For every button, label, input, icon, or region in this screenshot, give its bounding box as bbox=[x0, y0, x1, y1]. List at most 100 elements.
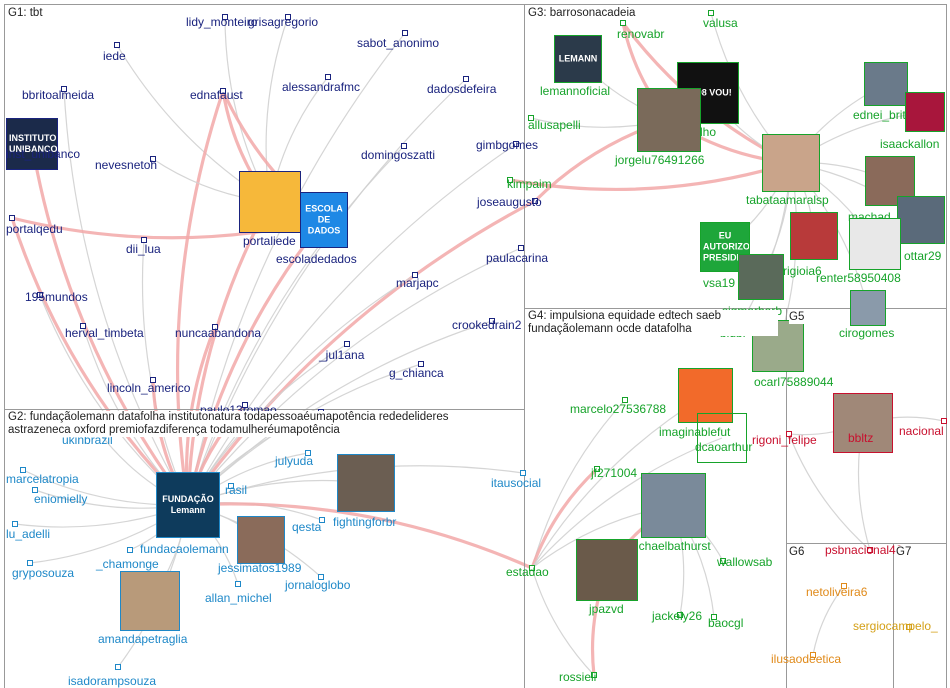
node-label: ottar29 bbox=[904, 249, 942, 263]
node-dot bbox=[32, 487, 38, 493]
avatar-text: INSTITUTO UNIBANCO bbox=[9, 133, 58, 154]
avatar: FUNDAÇÃO Lemann bbox=[156, 472, 220, 538]
group-label-g4: G4: impulsiona equidade edtech saeb fund… bbox=[528, 310, 778, 336]
node-dot bbox=[708, 10, 714, 16]
node-dot bbox=[20, 467, 26, 473]
node-label: netoliveira6 bbox=[806, 585, 868, 599]
node-label: lincoln_americo bbox=[107, 381, 191, 395]
node-label: itausocial bbox=[491, 476, 542, 490]
node-dot bbox=[305, 450, 311, 456]
node-dot bbox=[150, 377, 156, 383]
node-label: baocgl bbox=[708, 616, 744, 630]
node-dot bbox=[711, 614, 717, 620]
avatar bbox=[849, 218, 901, 270]
node-dot bbox=[513, 141, 519, 147]
node-label: sabot_anonimo bbox=[357, 36, 440, 50]
avatar bbox=[120, 571, 180, 631]
node-label: marjapc bbox=[396, 276, 439, 290]
edge-escoladedados-fundacaolemann bbox=[186, 218, 326, 506]
node-label: michaelbathurst bbox=[626, 539, 711, 553]
node-label: bbritoalmeida bbox=[22, 88, 95, 102]
node-dot bbox=[37, 292, 43, 298]
node-label: 195mundos bbox=[25, 290, 88, 304]
node-label: allusapelli bbox=[528, 118, 581, 132]
node-dot bbox=[27, 560, 33, 566]
edge-inst_unibanco-fundacaolemann bbox=[30, 143, 190, 506]
node-label: escoladedados bbox=[276, 252, 357, 266]
avatar bbox=[905, 92, 945, 132]
node-label: isadorampsouza bbox=[68, 674, 157, 688]
node-label: crookedrain2 bbox=[452, 318, 522, 332]
group-label-g5: G5 bbox=[789, 311, 805, 324]
node-label: jorgelu76491266 bbox=[615, 153, 705, 167]
node-dot bbox=[150, 156, 156, 162]
edge-paulacarina-fundacaolemann bbox=[187, 247, 522, 506]
avatar bbox=[738, 254, 784, 300]
avatar-text: ESCOLA DE DADOS bbox=[305, 203, 343, 236]
node-dot bbox=[9, 215, 15, 221]
node-dot bbox=[620, 20, 626, 26]
avatar bbox=[762, 134, 820, 192]
edge-portaliede-fundacaolemann bbox=[186, 201, 272, 506]
edge-ednafaust-fundacaolemann bbox=[175, 90, 225, 506]
node-dot bbox=[786, 431, 792, 437]
avatar bbox=[237, 516, 285, 564]
node-label: nuncaabandona bbox=[175, 326, 262, 340]
group-label-g7: G7 bbox=[896, 546, 912, 559]
node-label: joseaugusto bbox=[477, 195, 542, 209]
node-label: cirogomes bbox=[839, 326, 895, 340]
edge-bbritoalmeida-fundacaolemann bbox=[63, 88, 189, 506]
node-label: ocarl75889044 bbox=[754, 375, 834, 389]
node-dot bbox=[529, 565, 535, 571]
node-label: wallowsab bbox=[717, 555, 773, 569]
node-dot bbox=[528, 115, 534, 121]
node-dot bbox=[235, 581, 241, 587]
node-dot bbox=[61, 86, 67, 92]
node-dot bbox=[325, 74, 331, 80]
node-dot bbox=[591, 672, 597, 678]
avatar bbox=[697, 413, 747, 463]
node-label: lemannoficial bbox=[540, 84, 611, 98]
node-dot bbox=[80, 323, 86, 329]
group-label-g2: G2: fundaçãolemann datafolha institutona… bbox=[8, 411, 508, 437]
node-label: gimbgomes bbox=[476, 138, 539, 152]
node-label: ednafaust bbox=[190, 88, 243, 102]
node-dot bbox=[622, 397, 628, 403]
node-label: vsa19 bbox=[703, 276, 736, 290]
node-label: g_chianca bbox=[389, 366, 444, 380]
node-dot bbox=[402, 30, 408, 36]
node-label: iede bbox=[103, 49, 126, 63]
edge-marcelo27536788-estadao bbox=[531, 399, 626, 569]
node-label: jpazvd bbox=[589, 602, 624, 616]
avatar bbox=[897, 196, 945, 244]
node-label: renter58950408 bbox=[816, 271, 901, 285]
node-dot bbox=[867, 547, 873, 553]
edge-domingoszatti-fundacaolemann bbox=[187, 145, 405, 506]
node-label: gryposouza bbox=[12, 566, 75, 580]
node-dot bbox=[941, 418, 947, 424]
node-label: rigoni_felipe bbox=[752, 433, 817, 447]
edge-dadosdefeira-fundacaolemann bbox=[187, 78, 467, 506]
node-dot bbox=[242, 402, 248, 408]
node-label: rossieli bbox=[559, 670, 597, 684]
avatar-text: LEMANN bbox=[558, 53, 598, 64]
node-label: amandapetraglia bbox=[98, 632, 188, 646]
edge-estadao-rossieli bbox=[531, 567, 595, 676]
node-dot bbox=[677, 612, 683, 618]
node-dot bbox=[489, 318, 495, 324]
avatar bbox=[576, 539, 638, 601]
node-dot bbox=[127, 547, 133, 553]
node-label: valusa bbox=[703, 16, 738, 30]
node-label: qesta bbox=[292, 520, 322, 534]
node-label: nevesnetoh bbox=[95, 158, 158, 172]
node-dot bbox=[463, 76, 469, 82]
node-label: _jul1ana bbox=[319, 348, 365, 362]
node-label: jornaloglobo bbox=[285, 578, 351, 592]
node-dot bbox=[418, 361, 424, 367]
node-label: dadosdefeira bbox=[427, 82, 497, 96]
node-dot bbox=[401, 143, 407, 149]
group-panels bbox=[4, 4, 947, 688]
node-dot bbox=[344, 341, 350, 347]
node-label: lu_adelli bbox=[6, 527, 51, 541]
